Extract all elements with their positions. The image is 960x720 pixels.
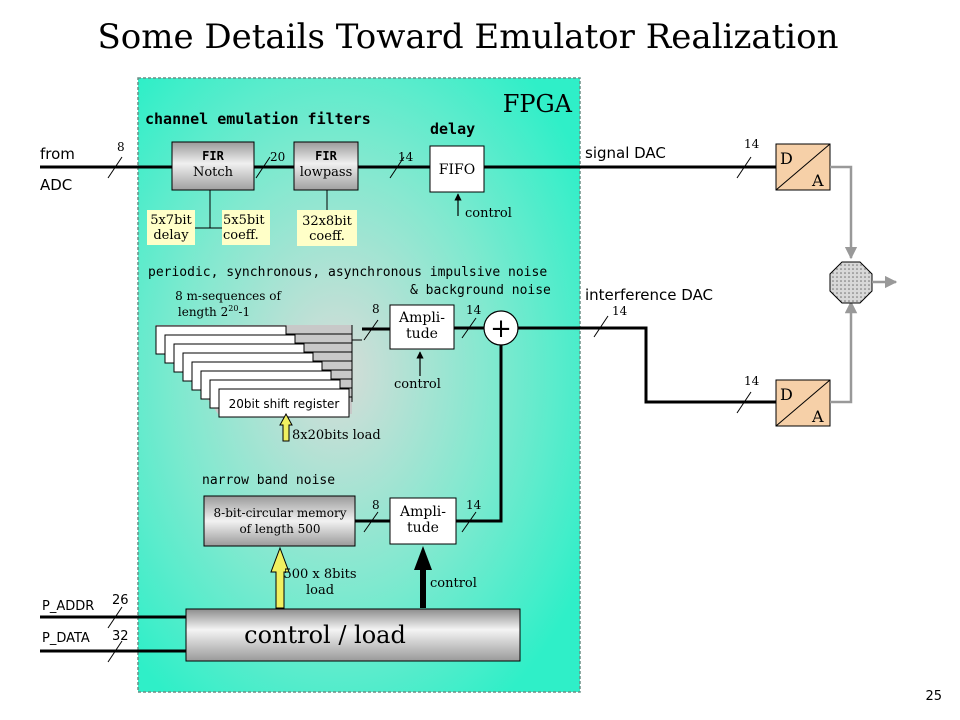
dac-signal-to-combiner <box>830 165 858 260</box>
dac-diagonal <box>775 143 831 191</box>
bus-tick <box>255 156 271 179</box>
coeff-memory-l1: 5x5bit <box>223 213 265 228</box>
from-label: from <box>40 145 75 163</box>
dac-signal-a: A <box>811 171 824 190</box>
bus-tick <box>461 317 477 339</box>
ampli-bottom-l2: tude <box>407 520 439 536</box>
stack-output-bus <box>351 325 362 402</box>
fir-lowpass-sub: lowpass <box>300 165 353 180</box>
coeff-memory-l2: coeff. <box>223 228 259 243</box>
bus-width-lowpass: 14 <box>398 150 414 164</box>
ampli-top-block <box>389 304 455 350</box>
bus-width-ampli-bottom-in: 8 <box>372 498 380 512</box>
signal-dac-label: signal DAC <box>585 144 666 162</box>
bus-tick <box>736 156 752 179</box>
mseq-label-1: 8 m-sequences of <box>175 289 282 303</box>
circular-load-l1: 500 x 8bits <box>283 567 356 582</box>
section-narrowband-label: narrow band noise <box>202 473 335 488</box>
bus-width-ampli-top-out: 14 <box>466 303 482 317</box>
circular-load-l2: load <box>306 583 334 598</box>
bus-tick <box>736 391 752 414</box>
ampli-bottom-adder-wire <box>456 345 503 523</box>
shift-load-label: 8x20bits load <box>292 428 381 443</box>
circular-memory-block <box>203 495 356 547</box>
control-load-block <box>185 608 521 662</box>
control-load-label: control / load <box>244 621 406 649</box>
shift-register-box <box>218 388 350 418</box>
mseq-label-2: length 220-1 <box>178 304 250 319</box>
lowpass-coeff-memory <box>297 210 357 246</box>
fir-notch-title: FIR <box>202 149 224 163</box>
bus-width-ampli-bottom-out: 14 <box>466 498 482 512</box>
bus-tick <box>107 156 123 179</box>
bus-width-adder-out: 14 <box>612 304 628 318</box>
dac-diagonal <box>775 379 831 427</box>
bus-width-p-addr: 26 <box>112 593 129 608</box>
delay-memory <box>147 210 195 245</box>
bus-tick <box>363 511 379 533</box>
fpga-label: FPGA <box>503 90 573 118</box>
bus-width-notch: 20 <box>270 150 285 164</box>
bus-tick <box>461 511 477 533</box>
dac-signal-d: D <box>780 149 793 168</box>
adc-label: ADC <box>40 176 72 194</box>
ampli-bottom-control-arrow <box>414 546 432 608</box>
section-filters-label: channel emulation filters <box>145 110 371 128</box>
section-impulsive-label-1: periodic, synchronous, asynchronous impu… <box>148 265 547 280</box>
adder-symbol: + <box>490 314 512 344</box>
ampli-bottom-control-label: control <box>430 576 477 591</box>
bus-tick <box>593 315 609 338</box>
ampli-bottom-block <box>389 497 457 545</box>
circular-memory-l1: 8-bit-circular memory <box>214 506 347 520</box>
delay-memory-l2: delay <box>153 228 189 243</box>
p-data-label: P_DATA <box>42 631 90 646</box>
bus-width-p-data: 32 <box>112 629 129 644</box>
shift-load-arrow <box>279 412 293 442</box>
combiner-node <box>829 261 873 304</box>
fir-lowpass-title: FIR <box>315 149 337 163</box>
lowpass-coeff-l1: 32x8bit <box>302 214 353 229</box>
interference-dac-label: interference DAC <box>585 286 713 304</box>
fifo-label: FIFO <box>439 162 475 178</box>
shift-register-label: 20bit shift register <box>229 397 340 411</box>
delay-memory-l1: 5x7bit <box>150 213 192 228</box>
bus-width-dac-interf: 14 <box>744 374 760 388</box>
ampli-bottom-l1: Ampli- <box>399 504 446 520</box>
slide-title: Some Details Toward Emulator Realization <box>97 17 838 57</box>
ampli-top-control-label: control <box>394 377 441 392</box>
bus-tick <box>107 606 123 629</box>
circular-memory-l2: of length 500 <box>239 522 320 536</box>
dac-interf-d: D <box>780 385 793 404</box>
dac-interf-to-combiner <box>830 300 858 404</box>
lowpass-coeff-l2: coeff. <box>309 229 345 244</box>
bus-width-ampli-top-in: 8 <box>372 302 380 316</box>
page-number: 25 <box>925 689 942 704</box>
fifo-block <box>429 145 485 193</box>
circular-load-arrow <box>270 546 290 609</box>
bus-width-dac-signal: 14 <box>744 137 760 151</box>
bus-tick <box>107 640 123 663</box>
ampli-top-l1: Ampli- <box>398 310 445 326</box>
fir-notch-sub: Notch <box>193 165 234 180</box>
bus-tick <box>363 319 379 341</box>
p-addr-label: P_ADDR <box>42 599 94 614</box>
shift-register-stack: 20bit shift register <box>155 325 352 418</box>
section-delay-label: delay <box>430 120 475 138</box>
fir-lowpass-block <box>293 141 359 191</box>
fir-notch-block <box>171 141 255 191</box>
coeff-memory <box>222 210 270 245</box>
dac-interf-a: A <box>811 407 824 426</box>
notch-memory-connector <box>195 190 222 229</box>
bus-tick <box>389 156 405 179</box>
bus-width-adc: 8 <box>117 140 125 154</box>
section-impulsive-label-2: & background noise <box>410 283 551 298</box>
interference-dac-wire <box>518 326 776 404</box>
fifo-control-label: control <box>465 206 512 221</box>
ampli-top-l2: tude <box>406 326 438 342</box>
